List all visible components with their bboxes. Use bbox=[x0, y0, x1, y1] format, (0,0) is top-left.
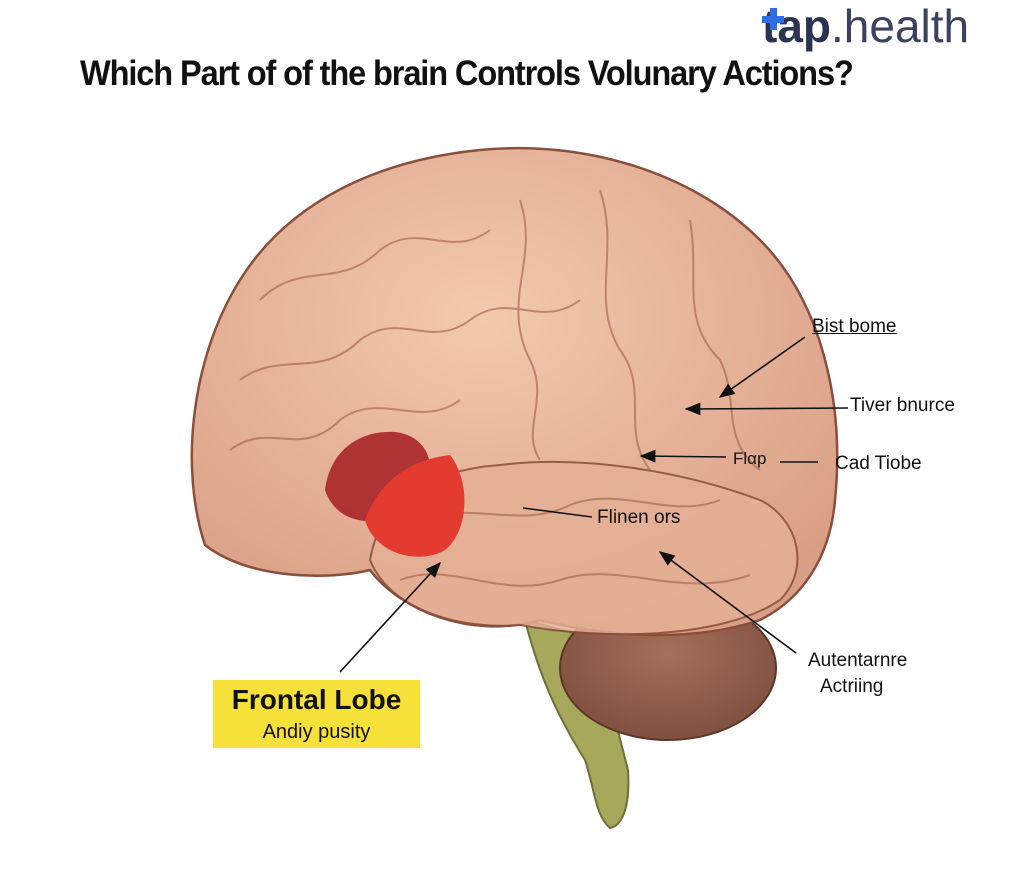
callout-subtitle: Andiy pusity bbox=[262, 721, 371, 743]
temporal-lobe bbox=[368, 460, 799, 636]
plus-icon bbox=[762, 8, 784, 30]
pointer-lines bbox=[339, 336, 849, 673]
highlight-region-frontal bbox=[365, 455, 465, 557]
label-flap: Flαp bbox=[733, 449, 767, 468]
label-actriing: Actriing bbox=[820, 676, 884, 697]
label-autentarnre: Autentarnre bbox=[808, 650, 908, 671]
tap-health-logo: tap.health bbox=[762, 2, 969, 50]
callout-title: Frontal Lobe bbox=[231, 684, 402, 715]
label-flinen-ors: Flinen ors bbox=[597, 507, 681, 528]
frontal-lobe-callout: Frontal Lobe Andiy pusity bbox=[213, 680, 420, 748]
label-bist-bome: Bist bome bbox=[812, 316, 897, 337]
label-cad-tiobe: Cad Tiobe bbox=[835, 453, 922, 474]
label-tiver-bnurce: Tiver bnurce bbox=[850, 395, 955, 416]
page-title: Which Part of of the brain Controls Volu… bbox=[80, 54, 854, 93]
logo-light-text: .health bbox=[831, 0, 970, 52]
gyri-folds bbox=[229, 189, 761, 587]
